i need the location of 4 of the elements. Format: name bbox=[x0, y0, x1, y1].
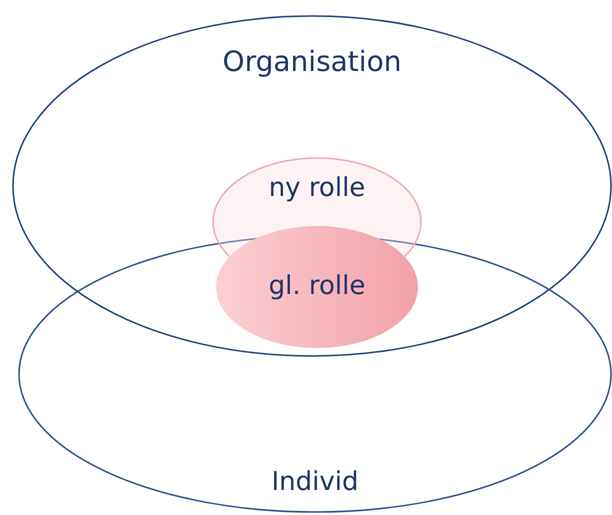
node-label: gl. rolle bbox=[268, 271, 366, 301]
node-label: Individ bbox=[272, 467, 358, 497]
node-label: ny rolle bbox=[268, 173, 366, 203]
node-label: Organisation bbox=[222, 45, 402, 78]
